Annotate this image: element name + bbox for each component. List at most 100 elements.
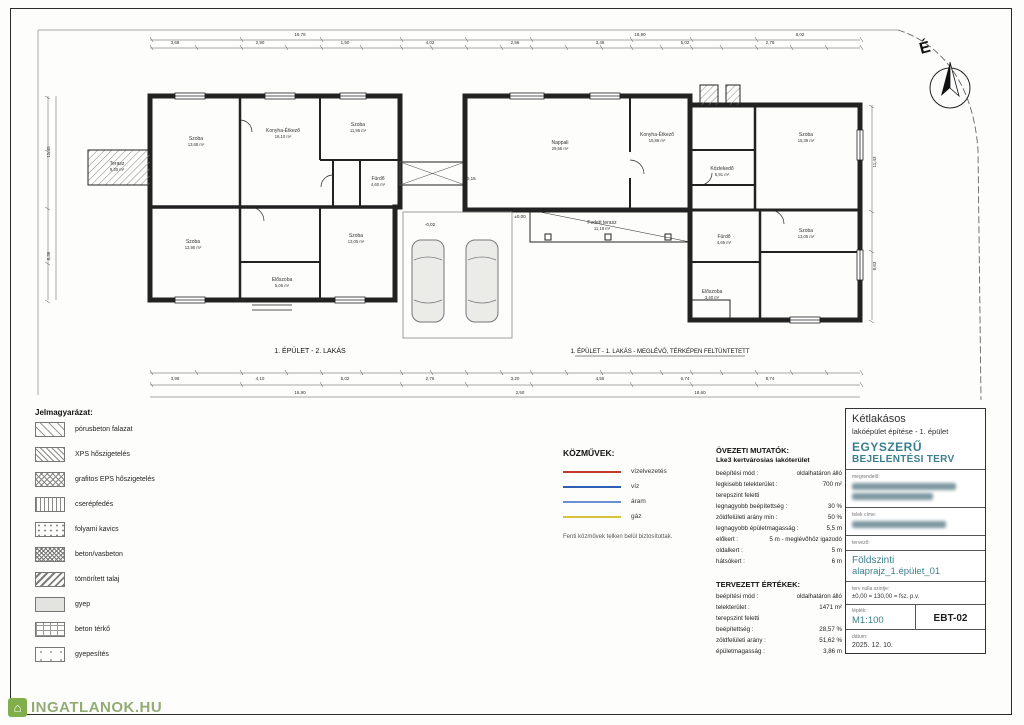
legend-block: Jelmagyarázat: pórusbeton falazat XPS hő… — [35, 408, 240, 667]
zoning-block: ÖVEZETI MUTATÓK: Lke3 kertvárosias lakót… — [716, 446, 842, 567]
title-block-date: dátum: 2025. 12. 10. — [846, 630, 985, 653]
zoning-row: előkert :5 m - meglévőhöz igazodó — [716, 534, 842, 545]
title-block-level: terv nulla szintje: ±0,00 = 130,00 = fsz… — [846, 582, 985, 605]
zoning-value: 50 % — [827, 514, 842, 521]
legend-label: gyep — [75, 601, 91, 608]
drawing-title-line2: alaprajz_1.épület_01 — [852, 566, 941, 577]
title-block-drawing-title: Földszinti alaprajz_1.épület_01 — [846, 551, 985, 582]
zoning-value: 30 % — [827, 503, 842, 510]
zoning-value: 5,5 m — [826, 525, 842, 532]
pattern-swatch — [35, 497, 65, 512]
room-area: 13,05 m² — [798, 234, 815, 239]
pattern-swatch — [35, 522, 65, 537]
caption-left: 1. ÉPÜLET - 2. LAKÁS — [274, 346, 346, 355]
elevation-label: -0,02 — [425, 222, 436, 227]
sheet-number-cell: EBT-02 — [915, 605, 985, 629]
dim-label: 2,90 — [256, 40, 265, 45]
legend-row: beton térkő — [35, 617, 240, 642]
dim-label: 8,36 — [46, 251, 51, 260]
legend-row: gyep — [35, 592, 240, 617]
planned-values-block: TERVEZETT ÉRTÉKEK: beépítési mód :oldalh… — [716, 580, 842, 657]
zoning-title: ÖVEZETI MUTATÓK: — [716, 446, 790, 455]
redacted-text — [852, 483, 957, 490]
zoning-value: 5 m — [831, 547, 842, 554]
title-block-address: telek címe: — [846, 508, 985, 536]
zoning-label: előkert : — [716, 536, 739, 543]
dim-label: 2,50 — [516, 390, 525, 395]
utility-label: áram — [631, 498, 646, 505]
utility-row: gáz — [563, 509, 728, 524]
legend-title: Jelmagyarázat: — [35, 408, 93, 417]
title-block-client: megrendelő: — [846, 470, 985, 508]
dim-label: 11,43 — [872, 156, 877, 167]
north-label: É — [917, 37, 933, 58]
utility-row: áram — [563, 494, 728, 509]
zoning-value: oldalhatáron álló — [796, 470, 842, 477]
dim-label: 16,78 — [294, 32, 306, 37]
scale-value: M1:100 — [852, 615, 884, 626]
room-name: Konyha-Étkező — [640, 131, 674, 138]
zoning-subtitle: Lke3 kertvárosias lakóterület — [716, 457, 810, 464]
zoning-label: zöldfelületi arány min : — [716, 514, 778, 521]
planned-title: TERVEZETT ÉRTÉKEK: — [716, 580, 801, 589]
north-needle-light — [949, 61, 960, 98]
building-right — [462, 84, 864, 324]
room-area: 13,05 m² — [348, 239, 365, 244]
room-area: 4,65 m² — [717, 240, 732, 245]
room-area: 15,39 m² — [798, 138, 815, 143]
terrace-steps — [252, 299, 292, 311]
house-logo-icon: ⌂ — [8, 698, 27, 717]
dim-label: 3,98 — [171, 376, 180, 381]
planned-value: 3,86 m — [823, 648, 842, 655]
legend-row: tömörített talaj — [35, 567, 240, 592]
plan-captions: 1. ÉPÜLET - 2. LAKÁS 1. ÉPÜLET - 1. LAKÁ… — [274, 346, 750, 357]
pattern-swatch — [35, 447, 65, 462]
utility-row: víz — [563, 479, 728, 494]
zoning-label: legnagyobb épületmagasság : — [716, 525, 799, 532]
zoning-row: terepszint feletti — [716, 490, 842, 501]
planned-row: zöldfelületi arány :51,62 % — [716, 635, 842, 646]
room-area: 13,68 m² — [188, 142, 205, 147]
utility-line-sample — [563, 470, 621, 473]
room-name: Szoba — [351, 122, 365, 128]
room-name: Fürdő — [371, 176, 384, 182]
property-boundary-lines — [37, 29, 982, 401]
zoning-label: legnagyobb beépítettség : — [716, 503, 788, 510]
project-name-line1: Kétlakásos — [852, 413, 906, 425]
dim-label: 18,60 — [694, 390, 706, 395]
drawing-title-line1: Földszinti — [852, 555, 895, 566]
legend-label: beton/vasbeton — [75, 551, 123, 558]
planned-value: 1471 m² — [819, 604, 842, 611]
dim-label: 1,50 — [341, 40, 350, 45]
north-needle-dark — [941, 62, 950, 96]
dim-label: 5,02 — [681, 40, 690, 45]
legend-label: pórusbeton falazat — [75, 426, 133, 433]
dim-label: 8,74 — [766, 376, 775, 381]
utility-row: vízelvezetés — [563, 464, 728, 479]
room-name: Szoba — [799, 228, 813, 234]
legend-label: XPS hőszigetelés — [75, 451, 130, 458]
zoning-row: legkisebb telekterület :700 m² — [716, 479, 842, 490]
pattern-swatch — [35, 622, 65, 637]
scale-label: lépték: — [852, 608, 867, 614]
dim-label: 8,63 — [872, 261, 877, 270]
zoning-row: beépítési mód :oldalhatáron álló — [716, 468, 842, 479]
windows-left — [174, 92, 367, 304]
utility-line-sample — [563, 485, 621, 488]
dim-label: 4,10 — [256, 376, 265, 381]
planned-row: beépítési mód :oldalhatáron álló — [716, 591, 842, 602]
utilities-block: KÖZMŰVEK: vízelvezetés víz áram gáz Fent… — [563, 448, 728, 540]
project-name-line2: lakóépület építése - 1. épület — [852, 427, 949, 436]
title-block: Kétlakásos lakóépület építése - 1. épüle… — [845, 408, 986, 654]
watermark-text: INGATLANOK.HU — [31, 699, 163, 716]
room-area: 3,40 m² — [705, 295, 720, 300]
dimension-labels: 16,78 18,90 8,02 3,68 2,90 1,50 4,02 2,5… — [46, 32, 877, 395]
legend-row: cserépfedés — [35, 492, 240, 517]
pattern-swatch — [35, 647, 65, 662]
date-value: 2025. 12. 10. — [852, 642, 893, 649]
watermark: ⌂ INGATLANOK.HU — [8, 698, 162, 717]
dim-label: 4,02 — [426, 40, 435, 45]
hatched-block — [699, 84, 719, 106]
entry-porch — [689, 299, 731, 321]
